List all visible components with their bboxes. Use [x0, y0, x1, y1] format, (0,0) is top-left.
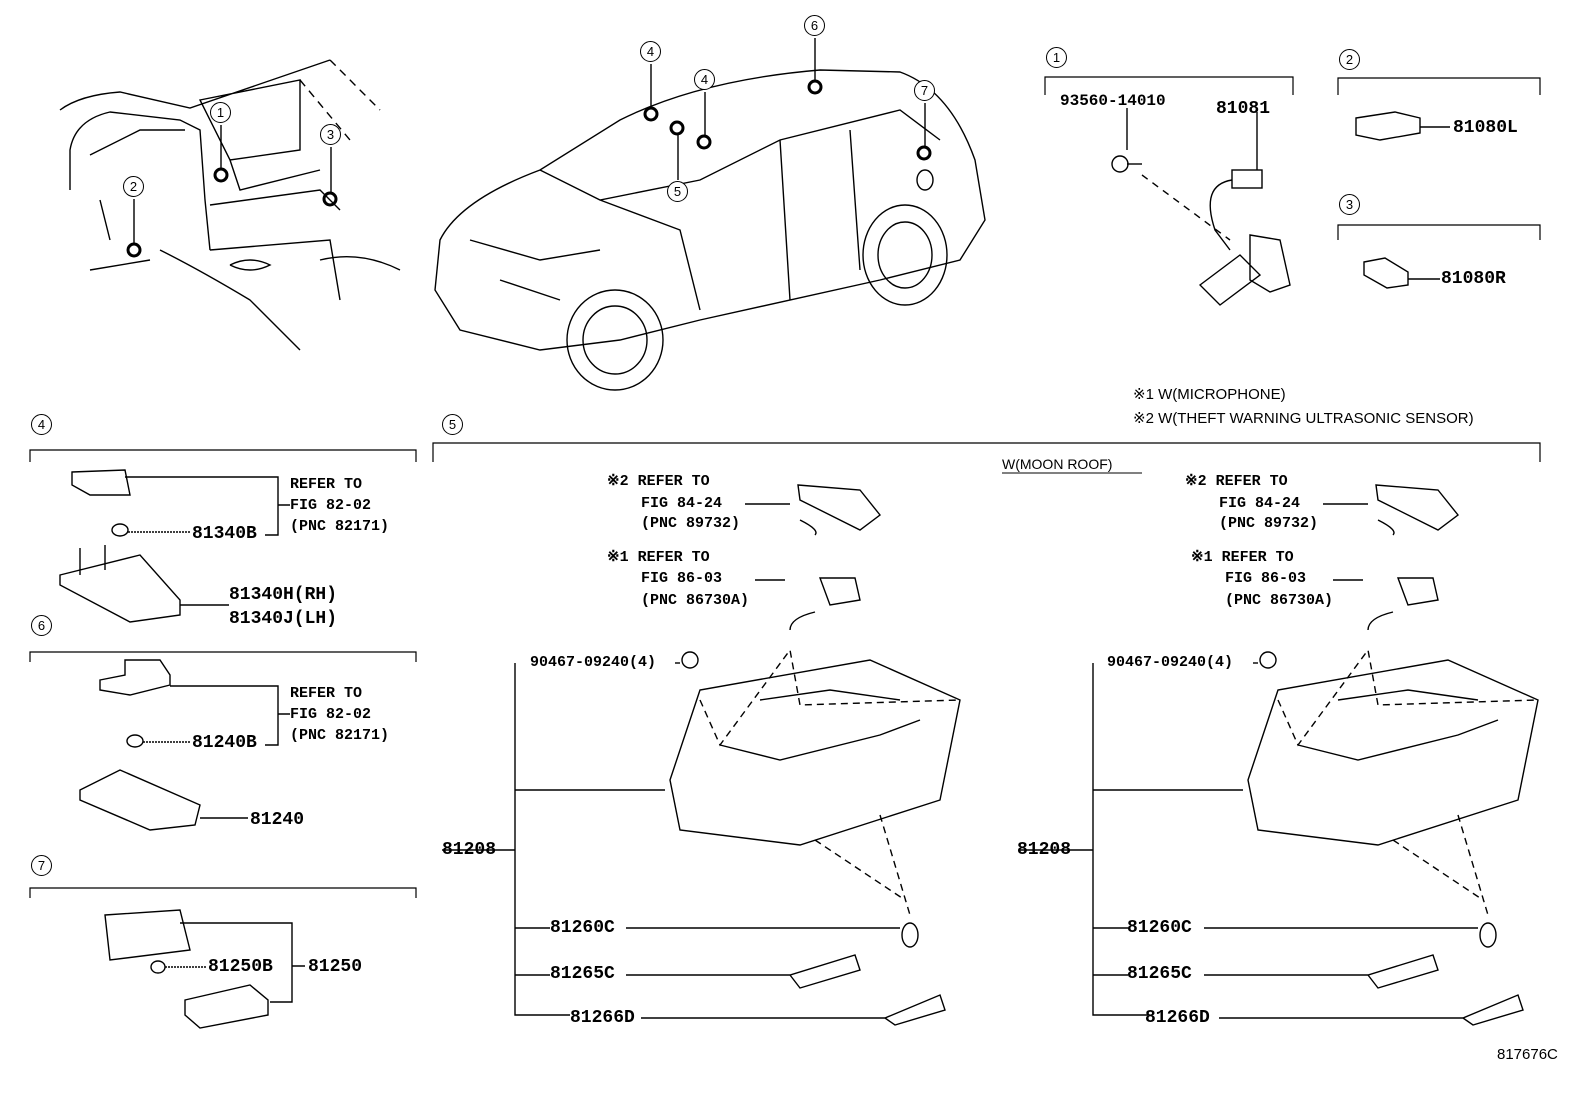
callout-7[interactable]: 7	[914, 80, 935, 101]
part-81266D[interactable]: 81266D	[570, 1008, 635, 1028]
refer-fig-link[interactable]: FIG 86-03	[641, 570, 723, 587]
refer-pnc-text: (PNC 89732)	[641, 515, 741, 532]
section-6-number: 6	[31, 615, 52, 636]
part-81250B[interactable]: 81250B	[208, 957, 273, 977]
refer-2-text: ※2 REFER TO	[1185, 473, 1288, 490]
section-1-number: 1	[1046, 47, 1067, 68]
callout-1[interactable]: 1	[210, 102, 231, 123]
refer-2-text: ※2 REFER TO	[607, 473, 710, 490]
section-brackets	[29, 76, 1541, 898]
callout-5[interactable]: 5	[667, 181, 688, 202]
footnote-2: ※2 W(THEFT WARNING ULTRASONIC SENSOR)	[1133, 410, 1474, 427]
room-lamp-drawing	[59, 469, 290, 623]
refer-fig-link[interactable]: FIG 84-24	[1219, 495, 1301, 512]
dashboard-illustration	[59, 59, 401, 351]
refer-fig-link[interactable]: FIG 82-02	[290, 706, 372, 723]
part-90467-09240[interactable]: 90467-09240(4)	[530, 654, 657, 671]
refer-1-text: ※1 REFER TO	[1191, 549, 1294, 566]
callout-3[interactable]: 3	[320, 124, 341, 145]
footnote-1: ※1 W(MICROPHONE)	[1133, 386, 1286, 403]
refer-pnc-text: (PNC 86730A)	[641, 592, 750, 609]
part-81340B[interactable]: 81340B	[192, 524, 257, 544]
part-81081[interactable]: 81081	[1216, 99, 1271, 119]
courtesy-lamp-drawing	[104, 909, 305, 1029]
section-3-number: 3	[1339, 194, 1360, 215]
refer-to-text: REFER TO	[290, 476, 363, 493]
figure-id: 817676C	[1497, 1046, 1558, 1063]
callout-2[interactable]: 2	[123, 176, 144, 197]
refer-fig-link[interactable]: FIG 82-02	[290, 497, 372, 514]
part-81260C[interactable]: 81260C	[1127, 918, 1192, 938]
luggage-lamp-drawing	[79, 659, 290, 831]
refer-to-text: REFER TO	[290, 685, 363, 702]
part-93560-14010[interactable]: 93560-14010	[1060, 92, 1166, 110]
map-lamp-assembly-left	[442, 484, 961, 1026]
part-81240B[interactable]: 81240B	[192, 733, 257, 753]
callout-4[interactable]: 4	[640, 41, 661, 62]
callout-4[interactable]: 4	[694, 69, 715, 90]
part-81080R[interactable]: 81080R	[1441, 269, 1506, 289]
part-81340H[interactable]: 81340H(RH)	[229, 585, 338, 605]
microphone-sensor-drawing	[1111, 108, 1291, 306]
refer-fig-link[interactable]: FIG 86-03	[1225, 570, 1307, 587]
part-81260C[interactable]: 81260C	[550, 918, 615, 938]
vehicle-illustration	[434, 38, 986, 391]
refer-pnc-text: (PNC 86730A)	[1225, 592, 1334, 609]
part-81250[interactable]: 81250	[308, 957, 363, 977]
part-81265C[interactable]: 81265C	[1127, 964, 1192, 984]
ultrasonic-sensor-drawing	[1355, 111, 1450, 289]
part-81240[interactable]: 81240	[250, 810, 305, 830]
section-4-number: 4	[31, 414, 52, 435]
refer-pnc-text: (PNC 89732)	[1219, 515, 1319, 532]
section-5-number: 5	[442, 414, 463, 435]
part-81208[interactable]: 81208	[1017, 840, 1072, 860]
refer-1-text: ※1 REFER TO	[607, 549, 710, 566]
map-lamp-assembly-right	[1020, 484, 1539, 1026]
refer-pnc-text: (PNC 82171)	[290, 518, 390, 535]
part-81265C[interactable]: 81265C	[550, 964, 615, 984]
part-81340J[interactable]: 81340J(LH)	[229, 609, 338, 629]
part-81266D[interactable]: 81266D	[1145, 1008, 1210, 1028]
part-81080L[interactable]: 81080L	[1453, 118, 1518, 138]
section-2-number: 2	[1339, 49, 1360, 70]
part-81208[interactable]: 81208	[442, 840, 497, 860]
refer-fig-link[interactable]: FIG 84-24	[641, 495, 723, 512]
part-90467-09240[interactable]: 90467-09240(4)	[1107, 654, 1234, 671]
section-7-number: 7	[31, 855, 52, 876]
callout-6[interactable]: 6	[804, 15, 825, 36]
moon-roof-condition: W(MOON ROOF)	[1002, 456, 1113, 472]
refer-pnc-text: (PNC 82171)	[290, 727, 390, 744]
